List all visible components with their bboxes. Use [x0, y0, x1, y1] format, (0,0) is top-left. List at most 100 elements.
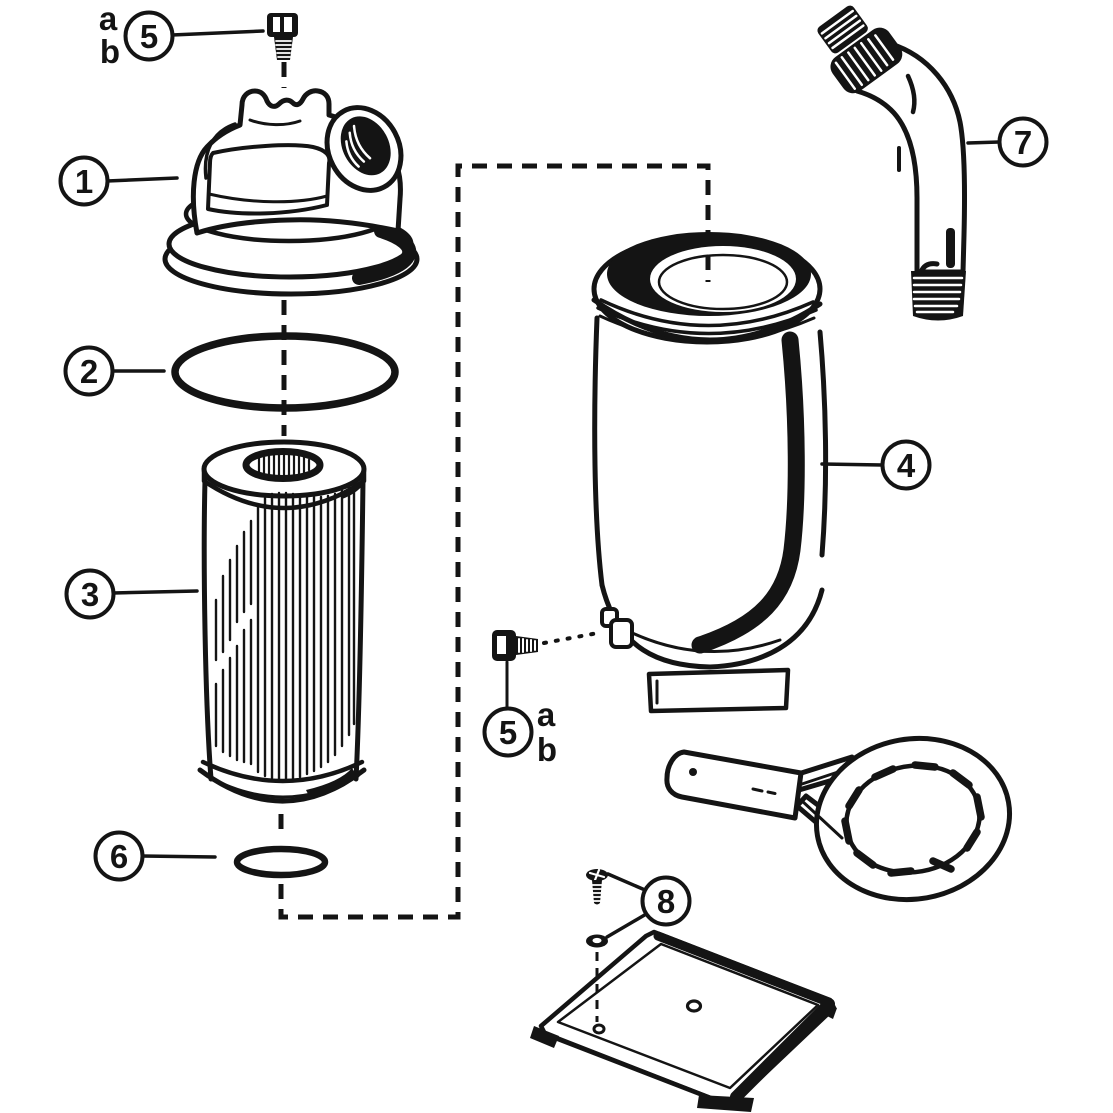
callout-4-circle — [880, 439, 932, 491]
callout-5b-sub-b: b — [537, 731, 557, 768]
wrench-ring-lugs — [841, 761, 985, 877]
callout-5a-circle — [123, 10, 175, 62]
callout-6-circle — [93, 830, 145, 882]
elbow-bottom-thread-lines — [912, 276, 964, 314]
elbow-highlight — [905, 73, 917, 115]
wrench-ring-outer — [813, 735, 1013, 903]
lid-rim-shading — [352, 224, 417, 285]
elbow-nut-knurls — [834, 34, 895, 90]
base-plate-drawing — [530, 929, 837, 1112]
elbow-inner-shading — [946, 228, 955, 268]
wrench-handle-dot — [689, 768, 697, 776]
callout-5a-leader — [170, 29, 265, 37]
callout-3-circle — [64, 568, 116, 620]
lid-port-threads — [345, 124, 372, 168]
callout-6-label: 6 — [110, 838, 128, 875]
tank-bottom-curve — [599, 582, 825, 670]
wrench-drawing — [664, 735, 1013, 903]
wrench-handle-marks — [751, 787, 777, 795]
drain-bolt-drawing — [492, 630, 600, 710]
tank-drawing — [591, 232, 829, 714]
cartridge-drawing — [197, 439, 367, 804]
elbow-thread-lines — [820, 9, 865, 50]
callout-4-leader — [820, 462, 884, 467]
callout-5a-sub-b: b — [100, 33, 120, 70]
callout-7: 7 — [966, 116, 1049, 168]
callout-6: 6 — [93, 830, 217, 882]
lid-port — [324, 105, 404, 193]
plate-foot — [819, 1002, 837, 1019]
elbow-hook-mark — [918, 261, 940, 275]
callout-2: 2 — [63, 345, 166, 397]
callout-2-label: 2 — [80, 353, 98, 390]
bolt-threads — [275, 40, 292, 58]
lid-front-panel — [206, 143, 332, 216]
lid-o-ring-drawing — [171, 332, 399, 412]
lid-bolt-drawing — [267, 13, 298, 60]
washer-hole — [592, 937, 602, 944]
plate-bottom-rim — [544, 1031, 725, 1104]
elbow-nut — [830, 27, 903, 94]
callout-7-circle — [997, 116, 1049, 168]
callout-3-leader — [111, 589, 199, 595]
screw-washer-drawing — [586, 868, 650, 1022]
lid-left-boss-line — [203, 122, 237, 180]
plate-center-hole — [685, 999, 703, 1013]
bottom-o-ring-drawing — [233, 845, 329, 879]
screw-threads — [591, 884, 603, 902]
callout-4: 4 — [820, 439, 932, 491]
plate-edge-shadow-se — [730, 998, 835, 1103]
tank-right-wall — [817, 329, 829, 558]
callout-5b-sub-a: a — [537, 696, 556, 733]
assembly-guides — [278, 62, 711, 920]
cartridge-pleats — [214, 483, 356, 782]
callout-1-label: 1 — [75, 163, 93, 200]
tank-base-stand — [646, 667, 791, 714]
plate-edge-shadow-ne — [653, 931, 833, 1007]
callout-6-leader — [140, 854, 217, 859]
wrench-arm-slots — [797, 770, 844, 840]
callout-8-label: 8 — [657, 883, 675, 920]
cartridge-right-edge — [353, 477, 366, 782]
tank-drain-plug — [609, 618, 634, 649]
plate-screw-hole — [592, 1023, 606, 1035]
tank-mouth-opening — [650, 246, 796, 312]
callout-7-label: 7 — [1014, 124, 1032, 161]
callout-3-label: 3 — [81, 576, 99, 613]
bolt-head-slot — [284, 17, 292, 32]
guide-cartridge-to-tank — [278, 163, 711, 920]
drain-bolt-head-slot — [497, 636, 506, 654]
drain-bolt-threads — [518, 638, 536, 653]
callout-5b-label: 5 — [499, 714, 517, 751]
elbow-pipe — [849, 41, 968, 275]
tank-left-wall — [592, 315, 605, 588]
plate-foot — [530, 1026, 559, 1048]
callout-8-circle — [640, 875, 692, 927]
tank-bottom-inner-line — [620, 626, 782, 653]
cartridge-core-hatch — [257, 452, 311, 478]
callout-8: 8 — [640, 875, 692, 927]
elbow-fitting-drawing — [817, 5, 968, 321]
callout-2-circle — [63, 345, 115, 397]
cartridge-bottom-shading — [306, 768, 357, 798]
callout-5b: 5 a b — [482, 696, 557, 768]
cartridge-bottom-edge — [200, 759, 365, 784]
wrench-handle — [664, 749, 804, 821]
screw-head-slots — [588, 868, 606, 882]
lid-panel-curve — [207, 192, 329, 204]
tank-right-shading — [691, 331, 805, 654]
callout-1: 1 — [58, 155, 179, 207]
callout-5a: 5 a b — [99, 0, 265, 70]
cartridge-cap-shading — [340, 477, 364, 499]
tank-mouth-inner-line — [657, 253, 789, 311]
callout-5a-label: 5 — [140, 18, 158, 55]
elbow-top-end — [817, 5, 903, 94]
cartridge-left-edge — [201, 477, 214, 782]
screw-leader-lines — [605, 872, 650, 939]
callout-1-circle — [58, 155, 110, 207]
callout-7-leader — [966, 140, 1001, 145]
bolt-head — [267, 13, 298, 37]
callout-4-label: 4 — [897, 447, 916, 484]
